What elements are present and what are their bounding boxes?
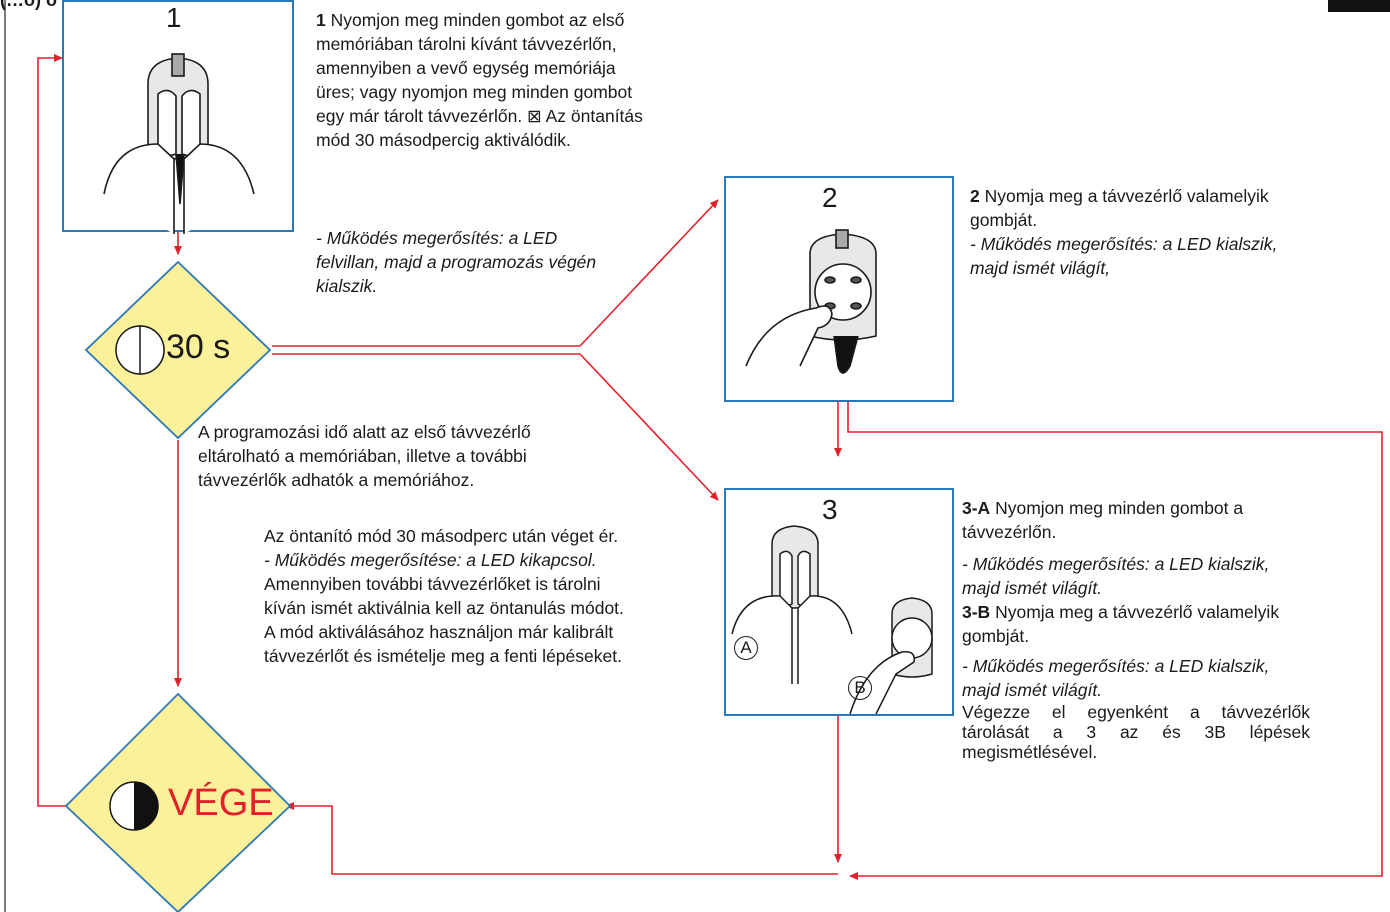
- step3-repeat-0: Végezze el egyenként a távvezérlők: [962, 702, 1310, 722]
- step3b-confirm-1: majd ismét világít.: [962, 680, 1103, 700]
- step3a-line-1: távvezérlőn.: [962, 522, 1057, 542]
- double-line: [272, 345, 580, 355]
- step1-confirm: - Működés megerősítés: a LED felvillan, …: [316, 226, 676, 298]
- end-note: Az öntanító mód 30 másodperc után véget …: [264, 524, 704, 668]
- step2-number: 2: [822, 182, 838, 213]
- timer-clock-icon: [115, 325, 165, 375]
- label-b-badge: B: [848, 676, 872, 700]
- step1-line-4: egy már tárolt távvezérlőn. ⊠ Az öntanít…: [316, 106, 643, 126]
- one-hand-remote-icon: [745, 229, 877, 374]
- step3-repeat-1: tárolását a 3 az és 3B lépések: [962, 722, 1310, 742]
- end-label: VÉGE: [168, 782, 274, 824]
- step1-bold: 1: [316, 10, 326, 30]
- step2-confirm-0: - Működés megerősítés: a LED kialszik,: [970, 234, 1278, 254]
- step3-text: 3-A Nyomjon meg minden gombot a távvezér…: [962, 496, 1310, 762]
- step1-line-1: memóriában tárolni kívánt távvezérlőn,: [316, 34, 617, 54]
- end-diamond: [64, 692, 292, 912]
- end-clock-icon: [109, 781, 159, 831]
- programming-note: A programozási idő alatt az első távvezé…: [198, 420, 638, 492]
- step3a-bold: 3-A: [962, 498, 991, 518]
- arrow-to-step3: [579, 353, 719, 501]
- step3a-line-0: Nyomjon meg minden gombot a: [995, 498, 1244, 518]
- step3-box: 3 A B: [724, 488, 954, 716]
- two-remotes-icon: [731, 525, 933, 714]
- end-note-line1: Az öntanító mód 30 másodperc után véget …: [264, 526, 619, 546]
- step3-number: 3: [822, 494, 838, 525]
- arrow-to-end: [285, 802, 838, 875]
- two-hands-remote-icon: [103, 53, 255, 234]
- arrow-loop-back: [37, 54, 68, 807]
- step1-line-3: üres; vagy nyomjon meg minden gombot: [316, 82, 633, 102]
- step3a-confirm-0: - Működés megerősítés: a LED kialszik,: [962, 554, 1270, 574]
- arrow-to-step2: [579, 199, 719, 347]
- step2-line-1: gombját.: [970, 210, 1038, 230]
- prog-note-0: A programozási idő alatt az első távvezé…: [198, 422, 531, 442]
- step1-confirm-0: - Működés megerősítés: a LED: [316, 228, 558, 248]
- prog-note-1: eltárolható a memóriában, illetve a tová…: [198, 446, 527, 466]
- step2-confirm-1: majd ismét világít,: [970, 258, 1111, 278]
- label-a-badge: A: [734, 636, 758, 660]
- step2-bold: 2: [970, 186, 980, 206]
- step1-line-2: amennyiben a vevő egység memóriája: [316, 58, 616, 78]
- end-note-1: kíván ismét aktiválnia kell az öntanulás…: [264, 598, 624, 618]
- end-note-3: távvezérlőt és ismételje meg a fenti lép…: [264, 646, 622, 666]
- end-note-0: Amennyiben további távvezérlőket is táro…: [264, 574, 601, 594]
- prog-note-2: távvezérlők adhatók a memóriához.: [198, 470, 475, 490]
- step1-confirm-1: felvillan, majd a programozás végén: [316, 252, 597, 272]
- arrow-step2-loop: [847, 402, 1383, 880]
- step3b-bold: 3-B: [962, 602, 991, 622]
- step1-number: 1: [166, 2, 182, 33]
- step1-line-0: Nyomjon meg minden gombot az első: [330, 10, 625, 30]
- step2-box: 2: [724, 176, 954, 402]
- timer-diamond: [84, 260, 272, 440]
- step2-line-0: Nyomja meg a távvezérlő valamelyik: [984, 186, 1269, 206]
- step3-repeat-2: megismétlésével.: [962, 742, 1098, 762]
- step2-text: 2 Nyomja meg a távvezérlő valamelyik gom…: [970, 184, 1380, 280]
- step1-text: 1 Nyomjon meg minden gombot az első memó…: [316, 8, 716, 152]
- step1-confirm-2: kialszik.: [316, 276, 378, 296]
- step1-box: 1: [62, 0, 294, 234]
- corner-mark: [1328, 0, 1390, 12]
- timer-label: 30 s: [166, 328, 231, 366]
- end-note-2: A mód aktiválásához használjon már kalib…: [264, 622, 614, 642]
- end-note-confirm: - Működés megerősítése: a LED kikapcsol.: [264, 550, 597, 570]
- step3b-confirm-0: - Működés megerősítés: a LED kialszik,: [962, 656, 1270, 676]
- step3b-line-1: gombját.: [962, 626, 1030, 646]
- step3b-line-0: Nyomja meg a távvezérlő valamelyik: [995, 602, 1280, 622]
- step3a-confirm-1: majd ismét világít.: [962, 578, 1103, 598]
- step1-line-5: mód 30 másodpercig aktiválódik.: [316, 130, 571, 150]
